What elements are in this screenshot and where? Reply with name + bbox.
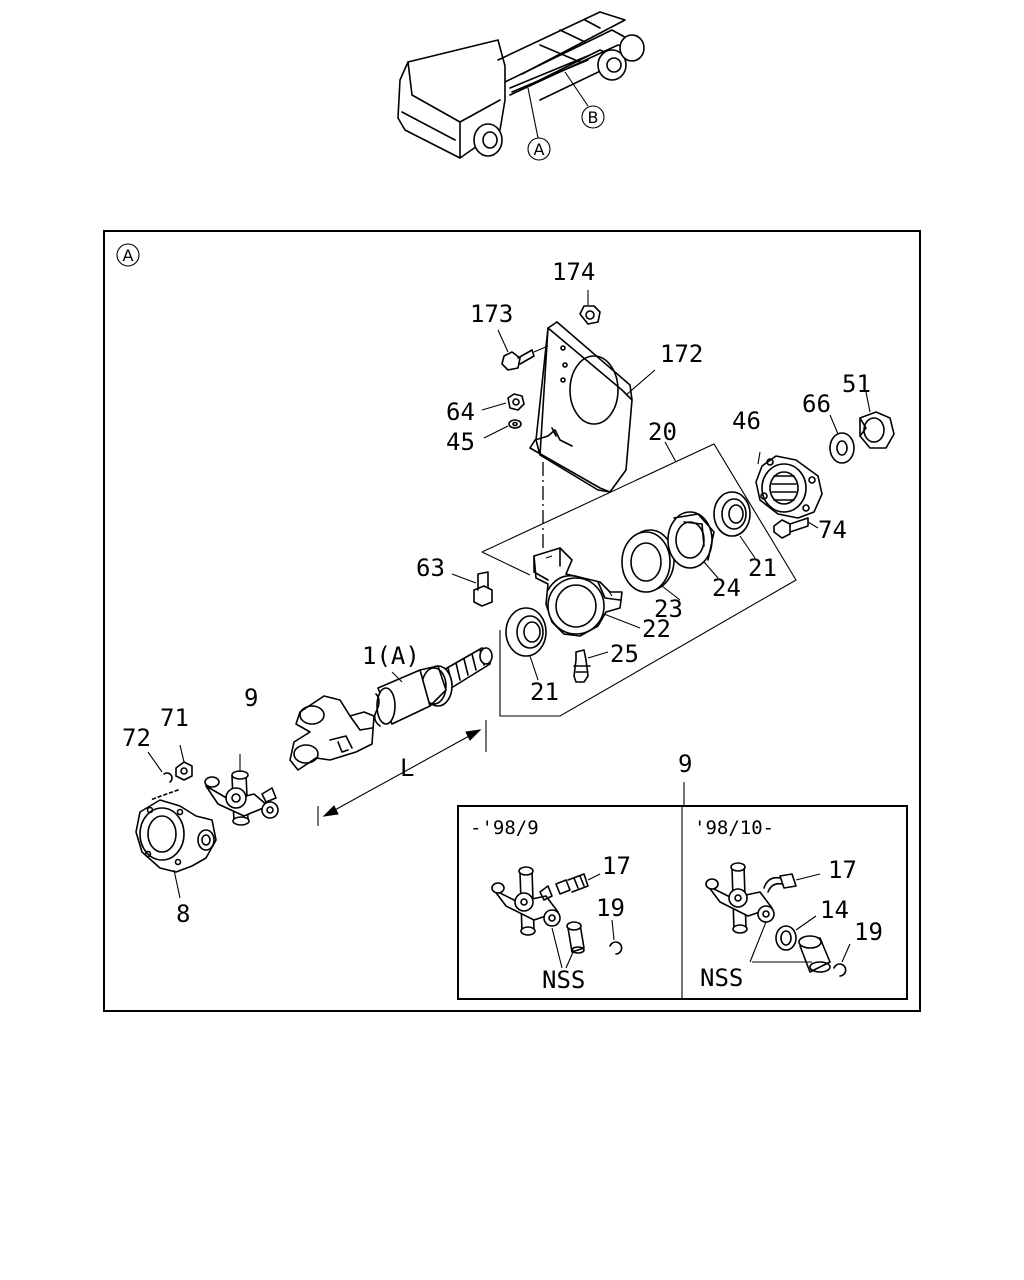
label-23: 23 <box>654 595 683 623</box>
nut-174 <box>579 290 601 325</box>
label-20: 20 <box>648 418 677 446</box>
lock-washer-72 <box>147 751 173 783</box>
label-21-upper: 21 <box>748 554 777 582</box>
nut-64 <box>481 393 525 411</box>
label-66: 66 <box>802 390 831 418</box>
nut-71 <box>175 744 193 781</box>
detail-frame <box>103 230 921 1012</box>
right-period: '98/10- <box>694 817 774 839</box>
center-bearing-bracket <box>529 321 633 493</box>
label-71: 71 <box>160 704 189 732</box>
ujoint-right <box>705 862 851 977</box>
seal-21-lower <box>505 607 547 681</box>
label-173: 173 <box>470 300 513 328</box>
grease-fitting-25 <box>573 649 609 683</box>
label-8: 8 <box>176 900 190 928</box>
washer-45 <box>483 419 522 439</box>
callout-b: B <box>588 108 599 127</box>
label-72: 72 <box>122 724 151 752</box>
companion-flange-46 <box>755 451 823 519</box>
label-45: 45 <box>446 428 475 456</box>
label-172: 172 <box>660 340 703 368</box>
right-label-nss: NSS <box>700 964 743 992</box>
ring-24 <box>667 511 719 579</box>
bolt-63 <box>451 571 493 607</box>
label-64: 64 <box>446 398 475 426</box>
bolt-74 <box>773 517 819 539</box>
left-label-19: 19 <box>596 894 625 922</box>
label-22: 22 <box>642 615 671 643</box>
label-l: L <box>400 754 414 782</box>
seal-21-upper <box>713 491 756 559</box>
truck-overview: A B <box>397 11 645 161</box>
left-label-nss: NSS <box>542 966 585 994</box>
washer-66 <box>829 414 855 464</box>
label-51: 51 <box>842 370 871 398</box>
right-label-17: 17 <box>828 856 857 884</box>
dimension-l <box>317 720 487 826</box>
center-bearing-housing-22 <box>533 547 641 637</box>
right-label-19: 19 <box>854 918 883 946</box>
label-21-lower: 21 <box>530 678 559 706</box>
right-label-14: 14 <box>820 896 849 924</box>
label-63: 63 <box>416 554 445 582</box>
group-bracket-20 <box>481 443 797 717</box>
universal-joint-9 <box>204 754 279 826</box>
label-1a: 1(A) <box>362 642 420 670</box>
leader-20 <box>664 441 677 463</box>
inset-title-9: 9 <box>678 750 692 778</box>
label-9-main: 9 <box>244 684 258 712</box>
label-174: 174 <box>552 258 595 286</box>
left-label-17: 17 <box>602 852 631 880</box>
flange-yoke-8 <box>135 789 217 899</box>
left-period: -'98/9 <box>470 817 539 839</box>
label-24: 24 <box>712 574 741 602</box>
frame-callout-a: A <box>123 246 134 265</box>
ujoint-left <box>491 866 623 969</box>
label-25: 25 <box>610 640 639 668</box>
bolt-173 <box>497 329 549 371</box>
leader-172 <box>625 369 656 396</box>
callout-a: A <box>534 140 545 159</box>
nut-51 <box>859 391 895 449</box>
label-46: 46 <box>732 407 761 435</box>
bearing-23 <box>621 529 681 601</box>
propeller-shaft-1a <box>289 647 493 771</box>
label-74: 74 <box>818 516 847 544</box>
